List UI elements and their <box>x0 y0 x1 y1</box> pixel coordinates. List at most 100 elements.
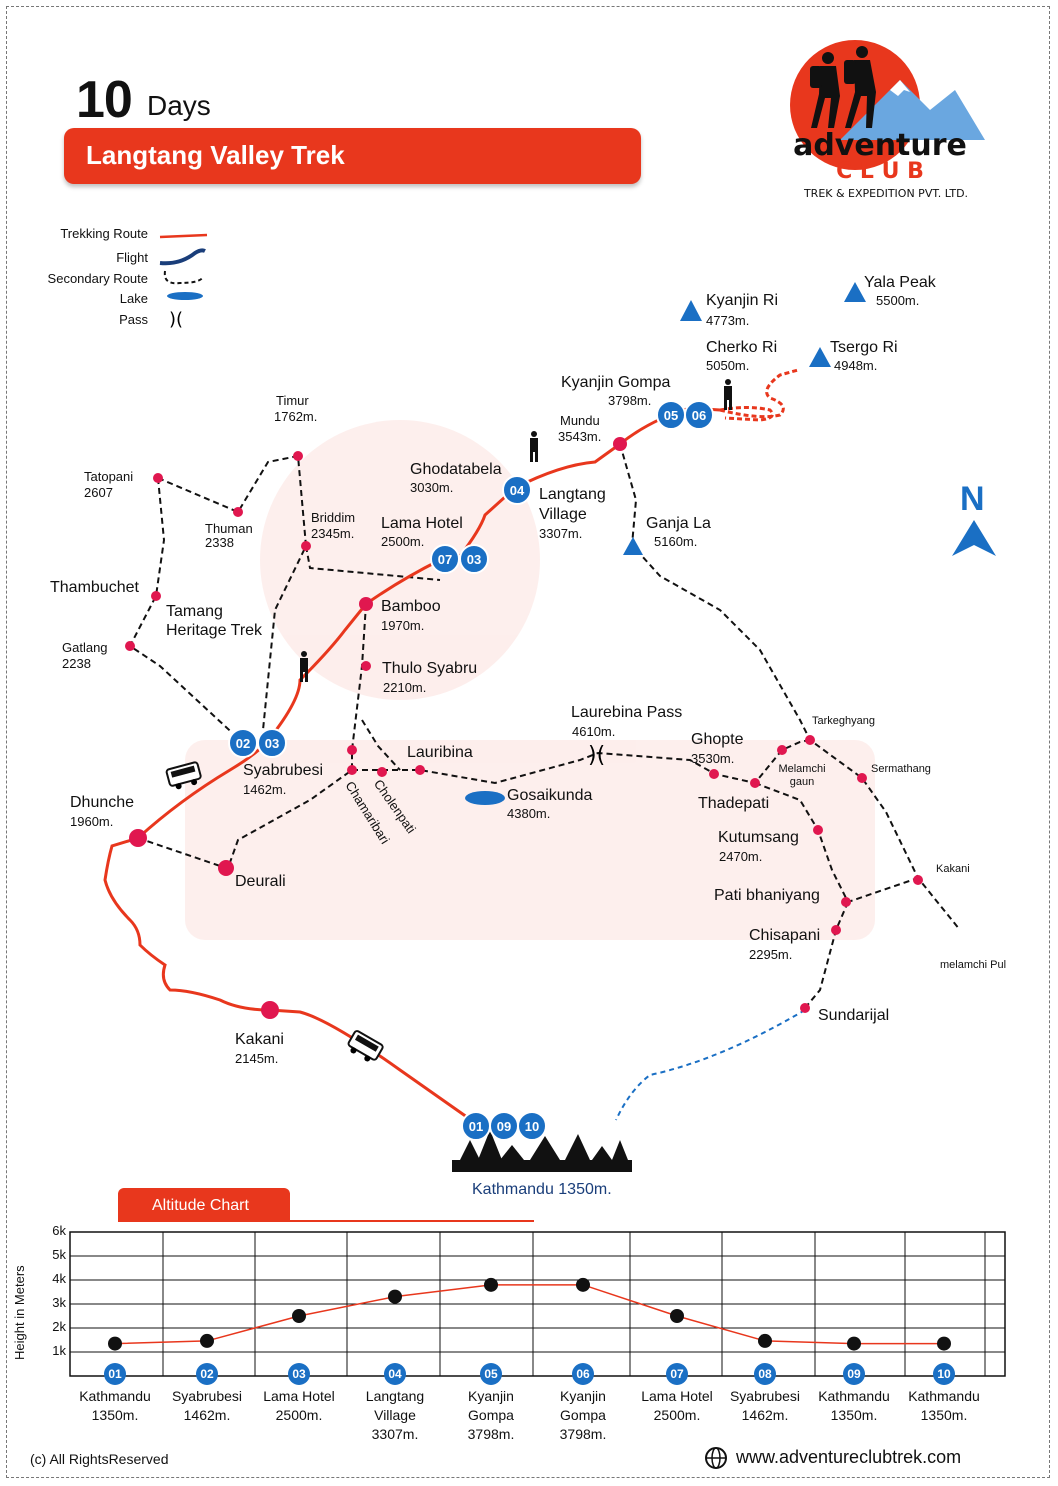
alt-langtang-village: 3307m. <box>539 526 583 541</box>
alt-syabrubesi: 1462m. <box>243 782 287 797</box>
altitude-point <box>292 1309 306 1323</box>
label-mundu: Mundu <box>560 413 600 428</box>
label-gosaikunda: Gosaikunda <box>507 787 593 804</box>
kathmandu-skyline-icon <box>452 1130 632 1172</box>
day-badge: 02 <box>228 728 258 758</box>
laurebina-pass-icon: )( <box>588 743 605 768</box>
red-line-icon <box>159 233 208 239</box>
label-ganja-la: Ganja La <box>646 515 711 532</box>
label-kakani-east: Kakani <box>936 863 970 875</box>
logo-tagline: TREK & EXPEDITION PVT. LTD. <box>803 187 968 200</box>
gosaikunda-lake-icon <box>465 791 505 805</box>
day-badge: 09 <box>489 1111 519 1141</box>
watermark <box>185 420 875 940</box>
altitude-point <box>937 1336 951 1351</box>
legend-icons: )( <box>159 233 208 330</box>
stop-dots <box>125 437 923 1019</box>
day-badge: 06 <box>684 400 714 430</box>
label-bamboo: Bamboo <box>381 598 441 615</box>
alt-ghodatabela: 3030m. <box>410 480 454 495</box>
flight-route <box>615 1009 806 1121</box>
label-ghopte: Ghopte <box>691 731 744 748</box>
chart-day-badge: 08 <box>754 1363 776 1385</box>
logo-club: C L U B <box>836 159 924 184</box>
altitude-line <box>114 1284 944 1345</box>
lake-icon <box>167 292 203 300</box>
alt-gatlang: 2238 <box>62 656 91 671</box>
alt-ganja-la: 5160m. <box>654 534 698 549</box>
chart-day-badge: 04 <box>384 1363 406 1385</box>
alt-kyanjin-gompa: 3798m. <box>608 393 652 408</box>
pass-icon: )( <box>169 309 183 330</box>
label-pati-bhaniyang: Pati bhaniyang <box>714 887 820 904</box>
altitude-point <box>576 1277 590 1292</box>
logo-hikers-icon <box>810 46 876 128</box>
alt-lama-hotel: 2500m. <box>381 534 425 549</box>
altitude-point <box>847 1336 861 1351</box>
flight-curve-icon <box>159 248 206 266</box>
day-badge: 01 <box>461 1111 491 1141</box>
peak-icons <box>623 282 866 555</box>
chart-day-badge: 09 <box>843 1363 865 1385</box>
alt-timur: 1762m. <box>274 409 318 424</box>
logo: adventure C L U B TREK & EXPEDITION PVT.… <box>790 40 985 200</box>
legend-flight: Flight <box>116 250 148 265</box>
chart-day-badge: 06 <box>572 1363 594 1385</box>
label-kyanjin-ri: Kyanjin Ri <box>706 292 779 309</box>
alt-thulo-syabru: 2210m. <box>383 680 427 695</box>
label-melamchi-gaun: Melamchi gaun <box>778 763 826 788</box>
dashed-line-icon <box>163 270 204 285</box>
alt-briddim: 2345m. <box>311 526 355 541</box>
legend-pass: Pass <box>119 312 148 327</box>
alt-gosaikunda: 4380m. <box>507 806 551 821</box>
label-dhunche: Dhunche <box>70 794 135 811</box>
label-timur: Timur <box>276 393 309 408</box>
label-tsergo-ri: Tsergo Ri <box>830 339 898 356</box>
chart-day-badge: 07 <box>666 1363 688 1385</box>
altitude-point <box>670 1309 684 1323</box>
label-kathmandu: Kathmandu 1350m. <box>472 1181 612 1198</box>
chart-day-badge: 02 <box>196 1363 218 1385</box>
label-sundarijal: Sundarijal <box>818 1007 890 1024</box>
label-tatopani: Tatopani <box>84 469 134 484</box>
label-cherko-ri: Cherko Ri <box>706 339 778 356</box>
chart-day-badge: 03 <box>288 1363 310 1385</box>
days-number: 10 <box>76 71 133 129</box>
label-deurali: Deurali <box>235 873 286 890</box>
chart-day-badge: 10 <box>933 1363 955 1385</box>
alt-cherko-ri: 5050m. <box>706 358 750 373</box>
title-banner <box>64 128 641 184</box>
altitude-chart-title: Altitude Chart <box>152 1197 249 1214</box>
north-arrow-icon <box>952 520 996 556</box>
logo-mountain-icon <box>840 80 985 140</box>
legend-secondary-route: Secondary Route <box>47 271 148 286</box>
alt-kyanjin-ri: 4773m. <box>706 313 750 328</box>
altitude-point <box>108 1336 122 1351</box>
alt-yala-peak: 5500m. <box>876 293 920 308</box>
website-link[interactable]: www.adventureclubtrek.com <box>736 1447 962 1467</box>
label-laurebina-pass: Laurebina Pass <box>571 704 683 721</box>
altitude-tab-underline <box>290 1220 534 1222</box>
yala-peak-icon <box>844 282 866 302</box>
alt-dhunche: 1960m. <box>70 814 114 829</box>
kyanjin-ri-peak-icon <box>680 300 702 321</box>
label-melamchi-pul: melamchi Pul <box>940 959 1007 971</box>
day-badge: 04 <box>502 475 532 505</box>
north-label: N <box>960 480 985 518</box>
alt-mundu: 3543m. <box>558 429 602 444</box>
label-yala-peak: Yala Peak <box>864 274 936 291</box>
y-tick-label: 5k <box>52 1247 66 1262</box>
page-frame <box>6 6 1050 1478</box>
bus-icons <box>165 761 384 1062</box>
label-gatlang: Gatlang <box>62 640 108 655</box>
alt-tatopani: 2607 <box>84 485 113 500</box>
y-tick-label: 1k <box>52 1343 66 1358</box>
hiker-icons <box>300 379 732 682</box>
alt-chisapani: 2295m. <box>749 947 793 962</box>
